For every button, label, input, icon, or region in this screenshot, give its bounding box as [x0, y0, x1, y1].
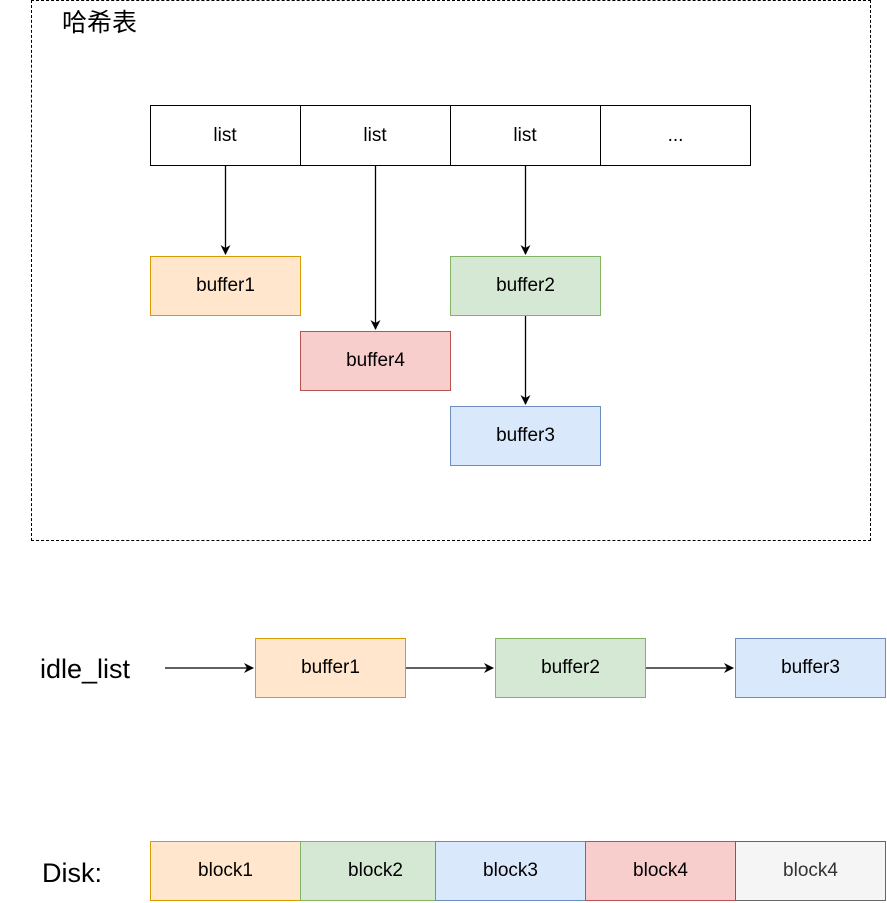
- disk-label: Disk:: [42, 858, 102, 888]
- hash-buffer4: buffer4: [300, 331, 451, 391]
- hash-buffer1: buffer1: [150, 256, 301, 316]
- slot-divider: [600, 105, 602, 166]
- hash-buffer2: buffer2: [450, 256, 601, 316]
- hash-slot-1: list: [213, 124, 237, 146]
- hash-slot-ellipsis: ...: [667, 124, 684, 146]
- hash-table-title: 哈希表: [62, 8, 138, 37]
- disk-block4-gray: block4: [735, 841, 886, 901]
- hash-table-frame-top: [31, 0, 871, 1]
- hash-slot-3: list: [513, 124, 537, 146]
- slot-divider: [450, 105, 452, 166]
- hash-slot-2: list: [363, 124, 387, 146]
- idle-buffer3: buffer3: [735, 638, 886, 698]
- idle-buffer1: buffer1: [255, 638, 406, 698]
- idle-buffer2: buffer2: [495, 638, 646, 698]
- disk-block2: block2: [300, 841, 451, 901]
- disk-block1: block1: [150, 841, 301, 901]
- hash-buffer3: buffer3: [450, 406, 601, 466]
- hash-table-frame: [31, 0, 871, 541]
- slot-divider: [300, 105, 302, 166]
- idle-list-label: idle_list: [40, 654, 131, 684]
- disk-block4: block4: [585, 841, 736, 901]
